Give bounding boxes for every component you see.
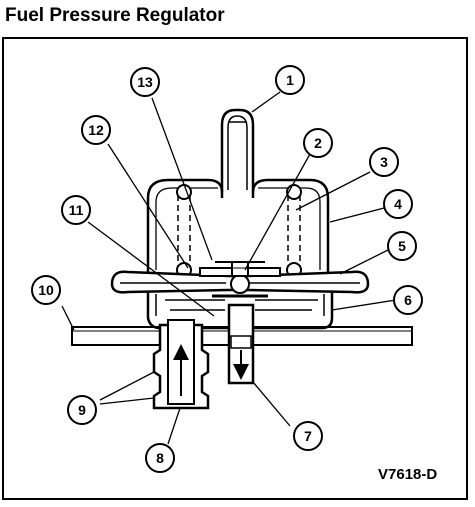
callout-4-circle	[383, 189, 413, 219]
upper-housing	[146, 108, 330, 272]
callout-11-label: 11	[69, 202, 84, 218]
callout-1-label: 1	[286, 72, 294, 88]
callout-2-circle	[303, 128, 333, 158]
callout-12-circle	[81, 115, 111, 145]
callout-8-circle	[145, 443, 175, 473]
diagram-title: Fuel Pressure Regulator	[5, 5, 225, 26]
callout-2-label: 2	[314, 135, 322, 151]
leader-lines	[61, 91, 397, 445]
callout-9-circle	[67, 395, 97, 425]
callout-10-label: 10	[38, 282, 54, 298]
fuel-inlet-fitting	[152, 319, 210, 410]
callout-6-label: 6	[404, 292, 412, 308]
callout-13-label: 13	[137, 74, 153, 90]
callout-4-label: 4	[394, 196, 402, 212]
callout-5-circle	[387, 231, 417, 261]
callout-5-label: 5	[398, 238, 406, 254]
callout-3-label: 3	[380, 154, 388, 170]
callout-labels: 1 2 3 4 5 6 7 8 9 10 11 12 13	[38, 72, 412, 466]
callout-12-label: 12	[88, 122, 104, 138]
callout-8-label: 8	[156, 450, 164, 466]
callout-1-circle	[275, 65, 305, 95]
diagram-frame	[2, 37, 468, 500]
callout-9-label: 9	[78, 402, 86, 418]
callout-7-circle	[293, 421, 323, 451]
callout-10-circle	[31, 275, 61, 305]
callout-7-label: 7	[304, 428, 312, 444]
callout-circles	[31, 65, 423, 473]
fuel-outlet-tube	[227, 303, 255, 385]
callout-13-circle	[130, 67, 160, 97]
callout-6-circle	[393, 285, 423, 315]
valve-assembly	[212, 261, 268, 298]
figure-code: V7618-D	[378, 466, 438, 483]
callout-3-circle	[369, 147, 399, 177]
callout-11-circle	[61, 195, 91, 225]
